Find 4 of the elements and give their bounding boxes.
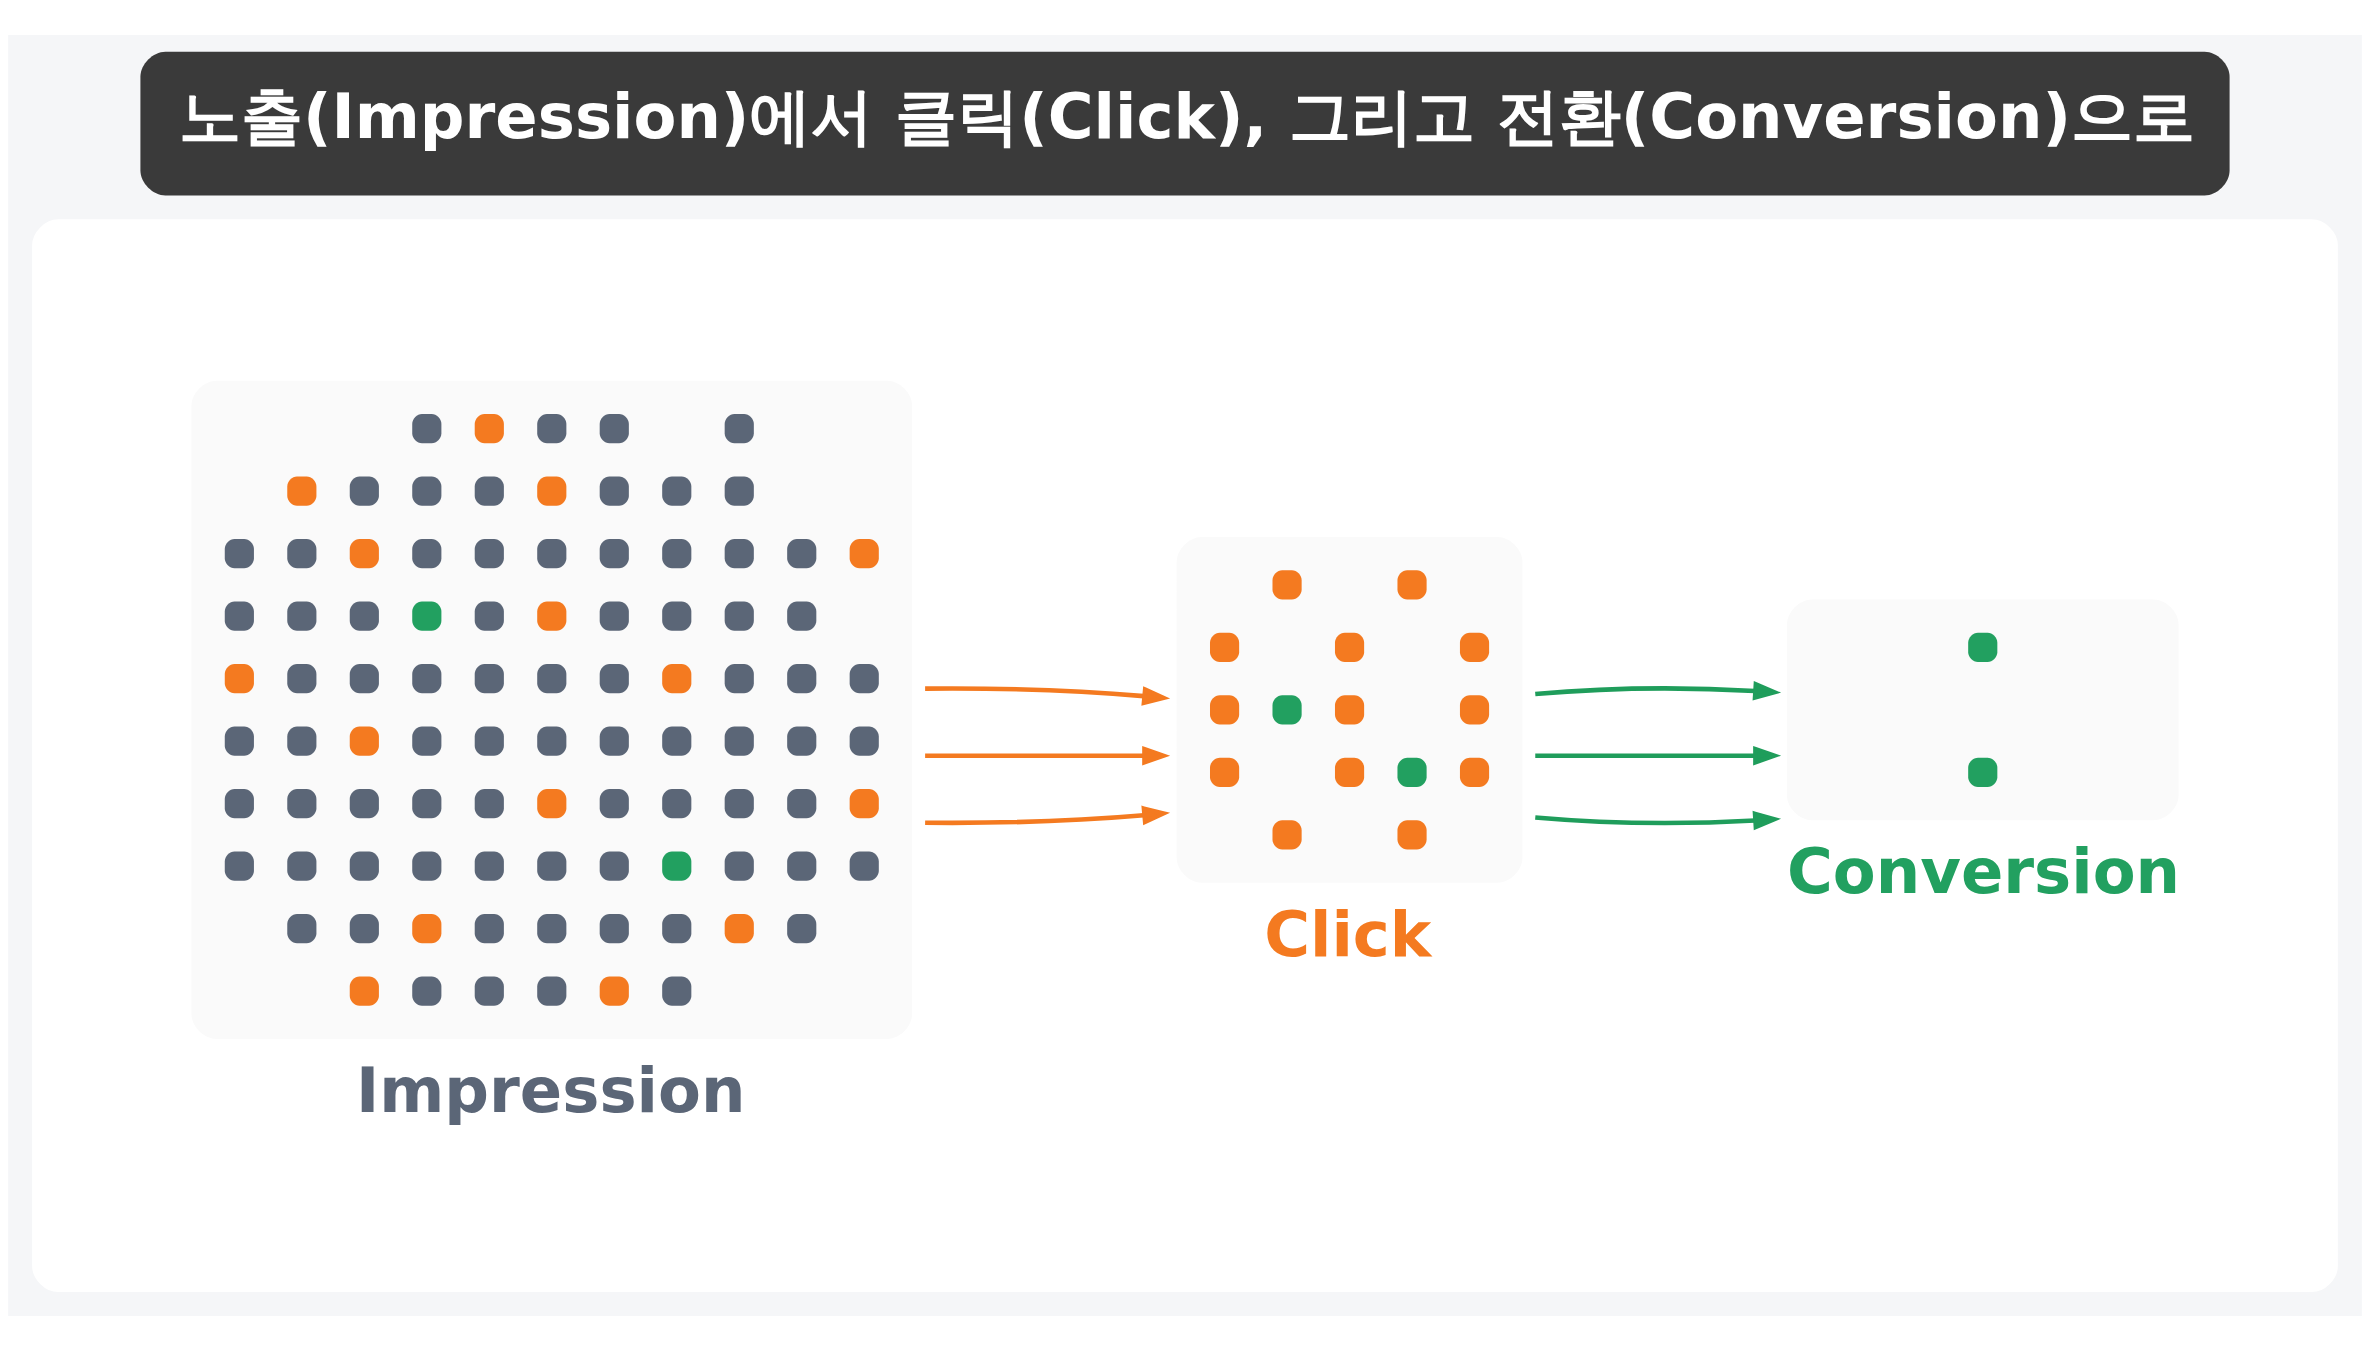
node-label: Impression — [356, 1053, 746, 1127]
node-label: Conversion — [1786, 834, 2181, 908]
node-label: Click — [1264, 897, 1432, 971]
diagram-title: 노출(Impression)에서 클릭(Click), 그리고 전환(Conversion)으로 — [178, 79, 2195, 153]
